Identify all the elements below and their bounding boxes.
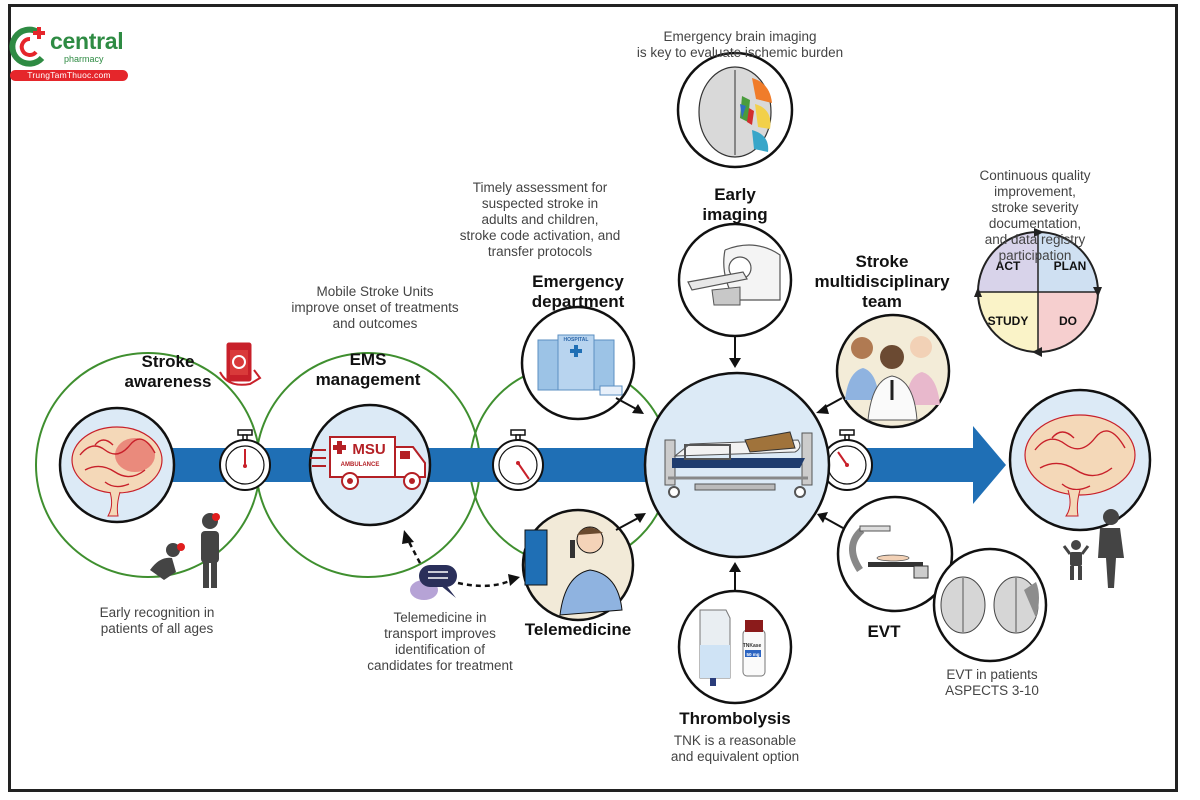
label-emergency-department: Emergency department [531, 272, 625, 311]
ambulance-text: AMBULANCE [341, 462, 380, 468]
logo-mark-icon [9, 26, 45, 67]
pdca-label-plan: PLAN [1054, 259, 1087, 273]
note-quality-improvement: Continuous quality improvement, stroke s… [979, 168, 1091, 263]
label-telemedicine: Telemedicine [524, 620, 632, 639]
drug-name-text: TNKase [743, 643, 762, 649]
note-emergency-department: Timely assessment for suspected stroke i… [459, 180, 621, 259]
label-thrombolysis: Thrombolysis [679, 709, 791, 728]
msu-ambulance-icon: MSU AMBULANCE [308, 403, 432, 527]
logo-site-badge: TrungTamThuoc.com [10, 70, 128, 81]
central-pharmacy-logo: central pharmacy TrungTamThuoc.com [8, 22, 133, 82]
timeline-arrow [150, 426, 1006, 504]
ct-scanner-icon [677, 222, 793, 338]
pdca-cycle: ACT PLAN STUDY DO [974, 228, 1102, 357]
hospital-bed-hub-icon [643, 371, 831, 559]
stopwatch-icon-3 [821, 429, 873, 491]
note-early-imaging: Emergency brain imaging is key to evalua… [636, 29, 844, 60]
hospital-sign-text: HOSPITAL [564, 337, 589, 343]
note-telemedicine: Telemedicine in transport improves ident… [367, 610, 513, 673]
drug-dose-text: 50 mg [746, 652, 759, 657]
label-stroke-team: Stroke multidisciplinary team [814, 252, 950, 311]
stopwatch-icon-1 [219, 429, 271, 491]
dashed-arrow-to-telemedicine [457, 578, 513, 588]
note-stroke-awareness: Early recognition in patients of all age… [99, 605, 215, 636]
note-thrombolysis: TNK is a reasonable and equivalent optio… [670, 733, 800, 764]
pdca-label-act: ACT [996, 259, 1021, 273]
pdca-quadrant-act [978, 232, 1038, 292]
stopwatch-icon-2 [492, 429, 544, 491]
brain-recovered-icon [1008, 388, 1152, 532]
phone-call-icon [219, 341, 262, 386]
hospital-icon: HOSPITAL [520, 305, 636, 421]
pdca-quadrant-plan [1038, 232, 1098, 292]
care-team-icon [835, 313, 951, 429]
pdca-label-study: STUDY [988, 314, 1029, 328]
label-ems-management: EMS management [315, 350, 421, 389]
label-early-imaging: Early imaging [702, 185, 768, 224]
msu-text: MSU [352, 441, 385, 458]
note-evt: EVT in patients ASPECTS 3-10 [945, 667, 1039, 698]
pdca-quadrant-study [978, 292, 1038, 352]
aspects-brain-scans-icon [932, 547, 1048, 663]
logo-sub-text: pharmacy [64, 54, 104, 64]
telemedicine-doctor-icon [521, 508, 635, 622]
logo-brand-text: central [50, 28, 124, 54]
recovered-patients-icon [1062, 509, 1124, 588]
pdca-quadrant-do [1038, 292, 1098, 352]
angiography-suite-icon [836, 495, 954, 613]
arrow-tele-to-hub [615, 516, 641, 531]
note-ems-management: Mobile Stroke Units improve onset of tre… [291, 284, 459, 331]
label-stroke-awareness: Stroke awareness [124, 352, 212, 391]
arrow-evt-to-hub [824, 517, 844, 529]
pdca-label-do: DO [1059, 314, 1077, 328]
label-evt: EVT [867, 622, 901, 641]
dashed-arrow-to-ems [406, 539, 422, 564]
figure-frame [8, 4, 1178, 792]
brain-stroke-icon [58, 406, 176, 524]
tnk-iv-bag-icon: TNKase 50 mg [677, 589, 793, 705]
patients-all-ages-icon [150, 513, 220, 588]
chat-bubble-icon [410, 565, 457, 600]
brain-scan-icon [676, 51, 794, 169]
